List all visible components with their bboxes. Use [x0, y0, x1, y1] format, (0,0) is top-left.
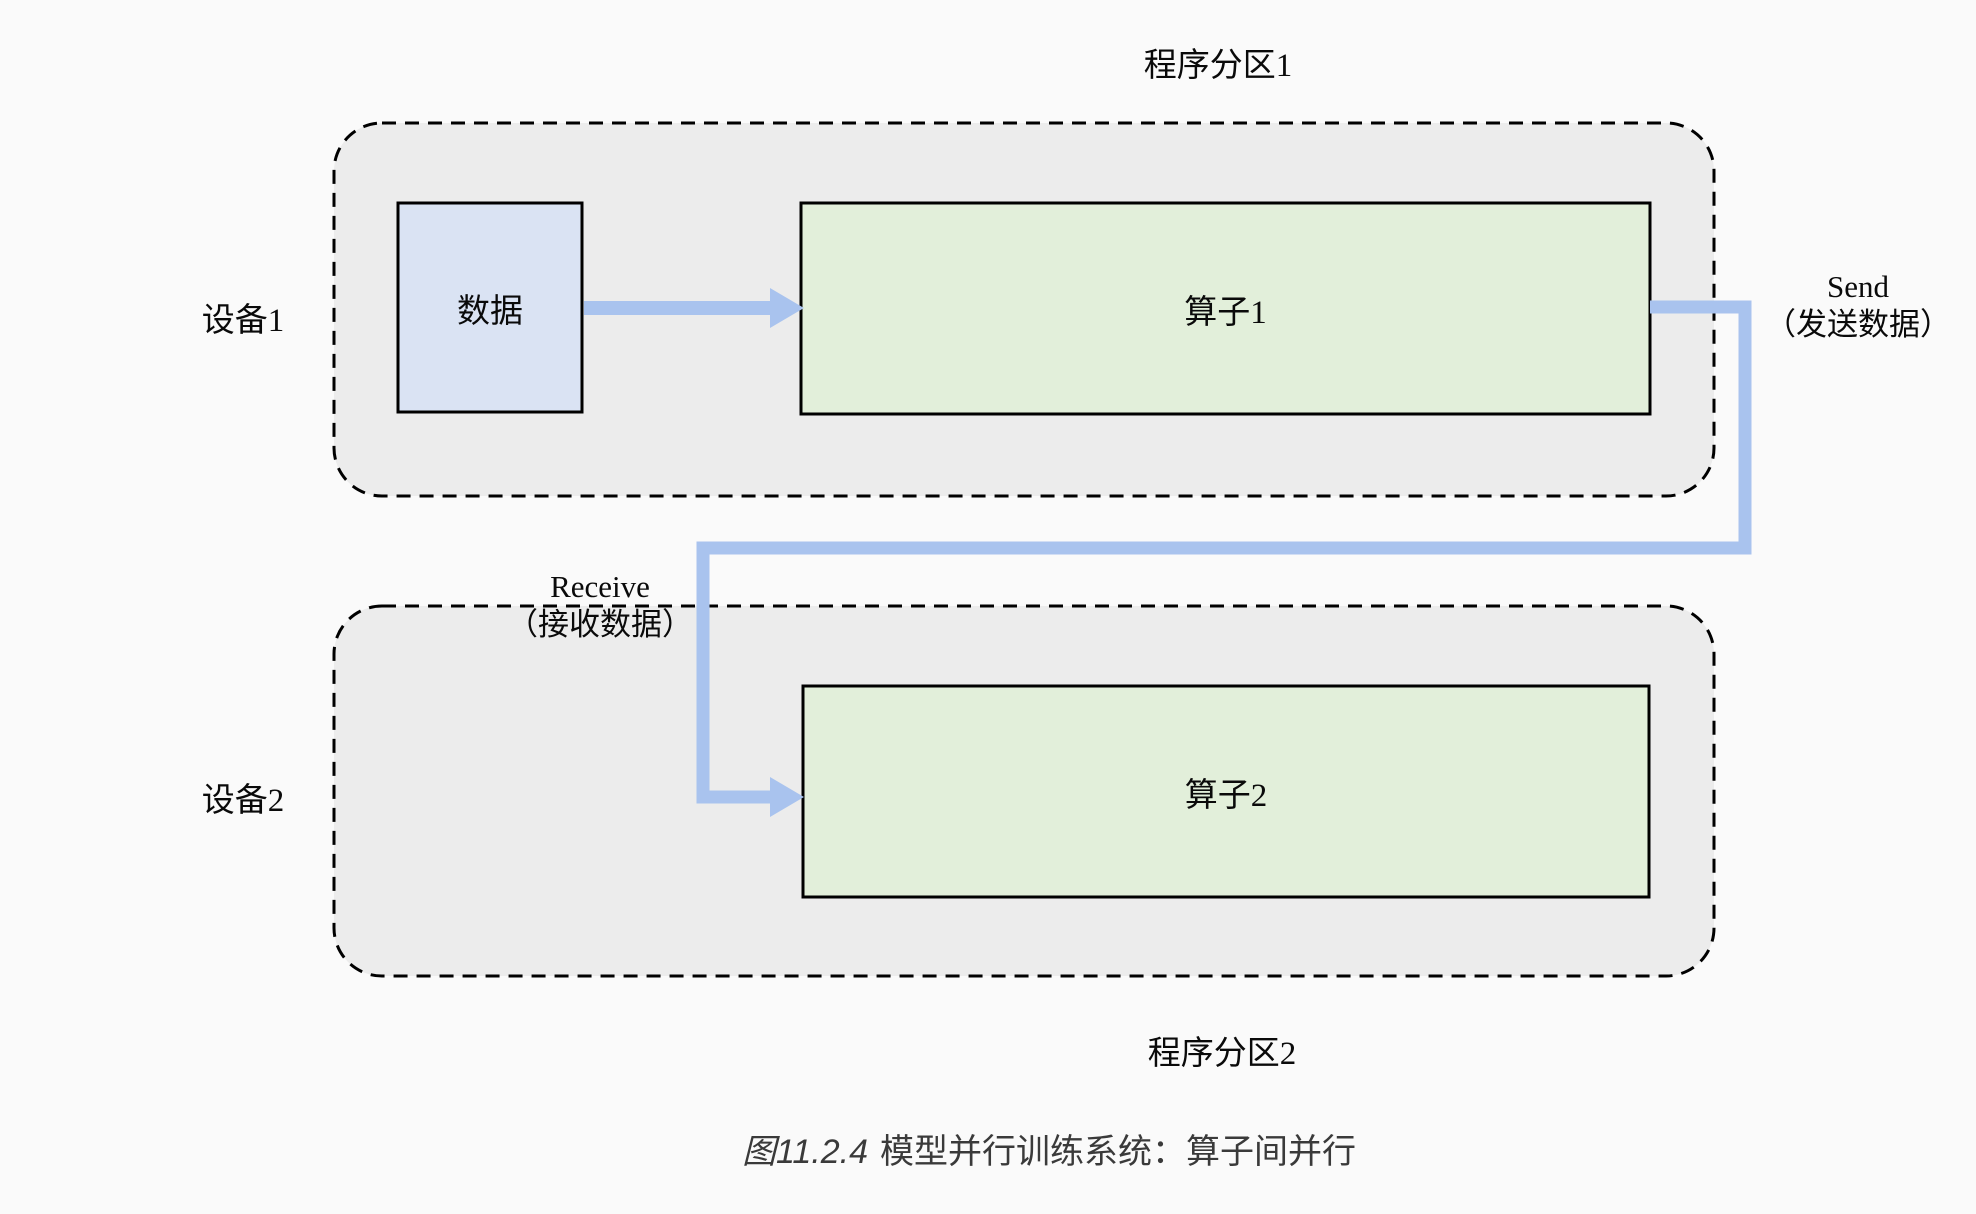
operator2-label: 算子2 [1184, 777, 1268, 814]
receive-label-en: Receive [550, 569, 650, 604]
data-node-label: 数据 [457, 293, 523, 330]
send-label: Send （发送数据） [1765, 268, 1951, 344]
figure-number: 图11.2.4 [741, 1133, 869, 1171]
device1-label: 设备1 [201, 303, 285, 339]
partition1-label: 程序分区1 [1143, 48, 1293, 84]
receive-arrowhead [770, 777, 804, 817]
data-node [396, 201, 584, 414]
receive-label: Receive （接收数据） [507, 568, 693, 644]
send-label-en: Send [1827, 269, 1889, 304]
partition2-label: 程序分区2 [1147, 1036, 1297, 1072]
receive-label-zh: （接收数据） [507, 607, 693, 642]
figure-caption: 图11.2.4 模型并行训练系统：算子间并行 [742, 1124, 1356, 1173]
send-label-zh: （发送数据） [1765, 307, 1951, 342]
operator2-node [801, 684, 1651, 899]
device2-label: 设备2 [201, 783, 285, 819]
operator1-label: 算子1 [1184, 294, 1267, 331]
caption-text: 模型并行训练系统：算子间并行 [880, 1133, 1357, 1171]
send-receive-connector [696, 300, 1752, 804]
operator1-node [799, 201, 1652, 416]
data-to-op1-arrowhead [770, 288, 804, 328]
